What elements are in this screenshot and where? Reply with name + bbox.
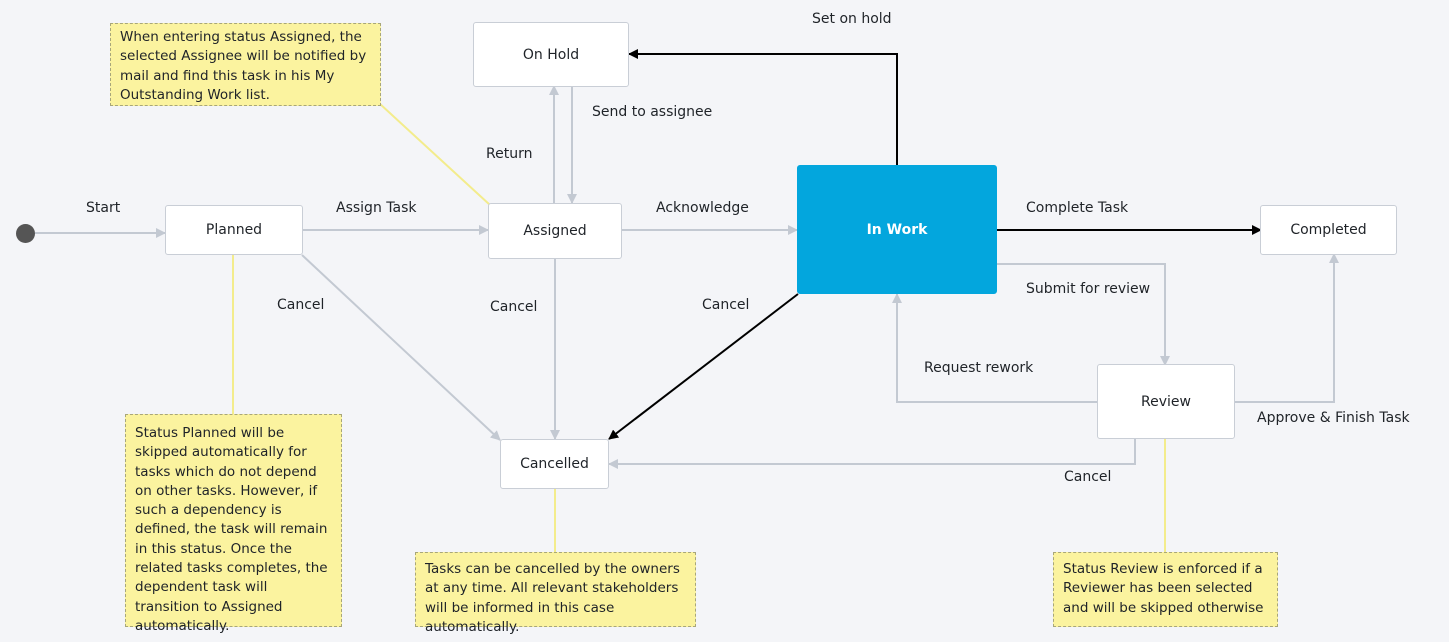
arrow-cancel-in-work [608, 293, 799, 440]
label-approve-finish: Approve & Finish Task [1257, 410, 1410, 426]
label-assign-task: Assign Task [336, 200, 417, 216]
arrow-submit-for-review [997, 263, 1170, 366]
label-request-rework: Request rework [924, 360, 1034, 376]
initial-state-dot [16, 224, 35, 243]
arrow-approve-finish [1234, 253, 1339, 403]
label-send-to-assignee: Send to assignee [592, 104, 713, 120]
label-start: Start [86, 200, 121, 216]
label-cancel-review: Cancel [1064, 469, 1112, 485]
label-acknowledge: Acknowledge [656, 200, 749, 216]
state-in-work[interactable]: In Work [797, 165, 997, 294]
note-review: Status Review is enforced if a Reviewer … [1053, 552, 1278, 627]
state-on-hold[interactable]: On Hold [473, 22, 629, 87]
state-review[interactable]: Review [1097, 364, 1235, 439]
arrow-set-on-hold [628, 49, 898, 165]
label-submit-for-review: Submit for review [1026, 281, 1151, 297]
note-connector-assigned [379, 103, 491, 206]
arrow-request-rework [892, 293, 1098, 403]
label-set-on-hold: Set on hold [812, 11, 892, 27]
note-assigned: When entering status Assigned, the selec… [110, 23, 381, 106]
note-cancelled: Tasks can be cancelled by the owners at … [415, 552, 696, 635]
label-cancel-planned: Cancel [277, 297, 325, 313]
state-cancelled[interactable]: Cancelled [500, 439, 609, 489]
state-assigned[interactable]: Assigned [488, 203, 622, 259]
label-cancel-assigned: Cancel [490, 299, 538, 315]
label-complete-task: Complete Task [1026, 200, 1129, 216]
arrow-cancel-review [608, 438, 1136, 469]
label-cancel-in-work: Cancel [702, 297, 750, 313]
note-planned: Status Planned will be skipped automatic… [125, 414, 342, 634]
state-planned[interactable]: Planned [165, 205, 303, 255]
arrow-cancel-planned [301, 254, 501, 441]
state-completed[interactable]: Completed [1260, 205, 1397, 255]
label-return: Return [486, 146, 533, 162]
